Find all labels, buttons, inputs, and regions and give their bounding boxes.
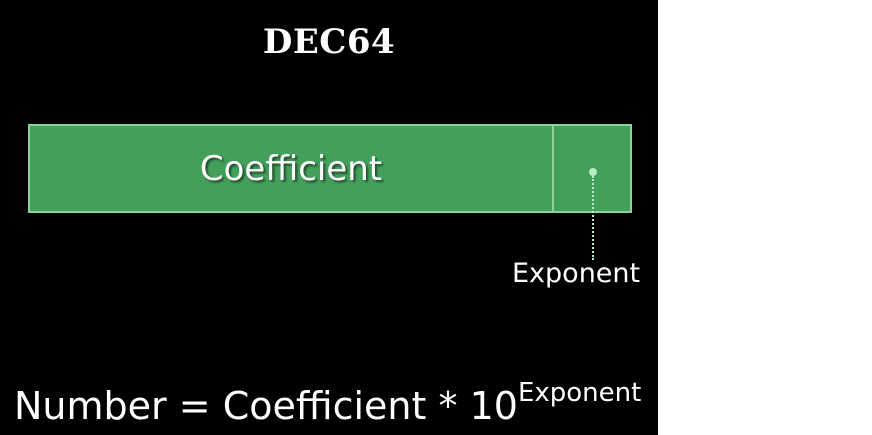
slide: DEC64 Coefficient Exponent Number = Coef…: [0, 0, 658, 435]
exponent-marker-dot: [589, 168, 597, 176]
dec64-bit-layout: Coefficient: [28, 124, 632, 213]
formula-coefficient: Coefficient: [222, 384, 427, 428]
formula-number: Number: [14, 384, 167, 428]
formula: Number = Coefficient * 10Exponent: [14, 378, 642, 431]
exponent-leader-line: [592, 176, 594, 260]
exponent-label: Exponent: [512, 258, 641, 289]
coefficient-label: Coefficient: [199, 148, 383, 189]
formula-exponent: Exponent: [517, 378, 642, 408]
formula-equals: =: [178, 384, 211, 428]
formula-base: 10: [469, 384, 518, 428]
formula-times: *: [438, 384, 458, 428]
slide-title: DEC64: [262, 22, 396, 62]
coefficient-field: Coefficient: [30, 126, 554, 211]
